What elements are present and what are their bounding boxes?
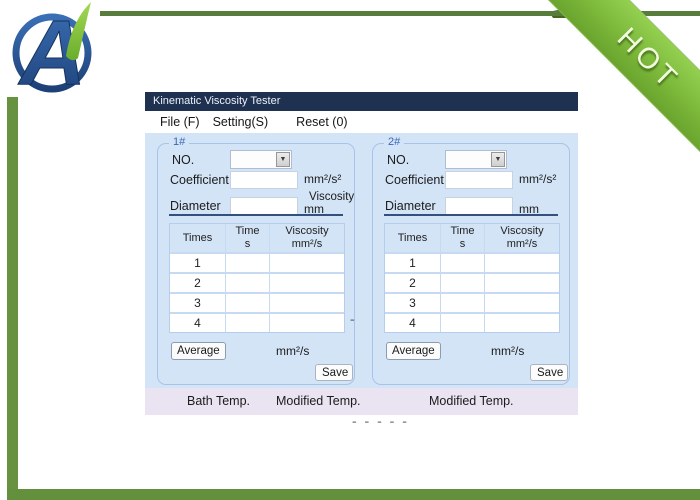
table-row-number: 3	[385, 294, 440, 312]
coefficient-input[interactable]	[445, 171, 513, 189]
chevron-down-icon[interactable]: ▼	[491, 152, 505, 167]
table-row-number: 3	[170, 294, 225, 312]
table-cell-time	[226, 314, 269, 332]
table-row-number: 4	[170, 314, 225, 332]
viscosity-label: Viscosity	[309, 191, 355, 203]
save-button[interactable]: Save	[315, 364, 353, 381]
table-cell-time	[441, 274, 484, 292]
coefficient-label: Coefficient	[170, 173, 229, 187]
logo-circle	[12, 13, 92, 93]
coefficient-input[interactable]	[230, 171, 298, 189]
no-combobox[interactable]: ▼	[445, 150, 507, 169]
menu-item-file[interactable]: File (F)	[160, 115, 200, 129]
average-button[interactable]: Average	[171, 342, 226, 360]
brand-logo-icon: A	[12, 2, 92, 95]
measurement-table: Times Time s Viscosity mm²/s 1 2 3	[169, 223, 345, 333]
average-button[interactable]: Average	[386, 342, 441, 360]
table-cell-viscosity	[270, 274, 344, 292]
panel-divider-dash: -	[350, 311, 355, 327]
no-combobox[interactable]: ▼	[230, 150, 292, 169]
main-area: 1# NO. ▼ Coefficient mm²/s² Diameter mm …	[145, 133, 578, 388]
menu-item-reset[interactable]: Reset (0)	[296, 115, 348, 129]
coefficient-unit: mm²/s²	[519, 172, 557, 186]
left-accent-bar	[7, 97, 18, 500]
table-cell-viscosity	[270, 294, 344, 312]
separator-line	[169, 214, 343, 216]
menu-item-setting[interactable]: Setting(S)	[212, 115, 269, 129]
logo-leaf-icon	[66, 2, 91, 61]
table-row-number: 2	[385, 274, 440, 292]
pagination-dashes[interactable]: - - - - -	[352, 413, 409, 429]
bath-temp-label: Bath Temp.	[187, 394, 251, 408]
diameter-unit: mm	[304, 202, 324, 216]
menu-bar: File (F) Setting(S) Reset (0)	[145, 111, 578, 133]
top-accent-bar	[100, 11, 700, 16]
table-cell-time	[441, 294, 484, 312]
separator-line	[384, 214, 558, 216]
table-cell-time	[441, 314, 484, 332]
diameter-unit: mm	[519, 202, 539, 216]
table-row-number: 4	[385, 314, 440, 332]
window-titlebar[interactable]: Kinematic Viscosity Tester	[145, 92, 578, 111]
table-cell-viscosity	[270, 314, 344, 332]
hot-ribbon-label: HOT	[611, 21, 686, 96]
diameter-input[interactable]	[230, 197, 298, 215]
panel-1-groupbox: 1# NO. ▼ Coefficient mm²/s² Diameter mm …	[157, 136, 355, 385]
coefficient-label: Coefficient	[385, 173, 444, 187]
diameter-label: Diameter	[385, 199, 436, 213]
no-label: NO.	[387, 153, 410, 167]
average-unit: mm²/s	[276, 344, 310, 358]
modified-temp-label-1: Modified Temp.	[276, 394, 361, 408]
table-cell-time	[441, 254, 484, 272]
table-header-viscosity: Viscosity mm²/s	[485, 224, 559, 252]
table-cell-time	[226, 254, 269, 272]
table-cell-viscosity	[270, 254, 344, 272]
table-cell-viscosity	[485, 314, 559, 332]
modified-temp-label-2: Modified Temp.	[429, 394, 514, 408]
table-cell-time	[226, 274, 269, 292]
coefficient-unit: mm²/s²	[304, 172, 342, 186]
diameter-label: Diameter	[170, 199, 221, 213]
panel-2-groupbox: 2# NO. ▼ Coefficient mm²/s² Diameter mm …	[372, 136, 570, 385]
average-unit: mm²/s	[491, 344, 525, 358]
diameter-input[interactable]	[445, 197, 513, 215]
bottom-accent-bar	[7, 489, 700, 500]
table-header-times: Times	[170, 224, 225, 252]
table-header-time: Time s	[441, 224, 484, 252]
table-header-time: Time s	[226, 224, 269, 252]
table-cell-viscosity	[485, 274, 559, 292]
table-cell-time	[226, 294, 269, 312]
table-row-number: 1	[385, 254, 440, 272]
table-header-times: Times	[385, 224, 440, 252]
table-header-viscosity: Viscosity mm²/s	[270, 224, 344, 252]
app-window: Kinematic Viscosity Tester File (F) Sett…	[145, 92, 578, 415]
table-cell-viscosity	[485, 254, 559, 272]
window-title: Kinematic Viscosity Tester	[153, 95, 281, 107]
no-label: NO.	[172, 153, 195, 167]
chevron-down-icon[interactable]: ▼	[276, 152, 290, 167]
save-button[interactable]: Save	[530, 364, 568, 381]
panel-2-group-label: 2#	[384, 136, 405, 148]
panel-1-group-label: 1#	[169, 136, 190, 148]
table-cell-viscosity	[485, 294, 559, 312]
table-row-number: 1	[170, 254, 225, 272]
measurement-table: Times Time s Viscosity mm²/s 1 2 3	[384, 223, 560, 333]
table-row-number: 2	[170, 274, 225, 292]
footer-strip: Bath Temp. Modified Temp. Modified Temp.	[145, 388, 578, 415]
